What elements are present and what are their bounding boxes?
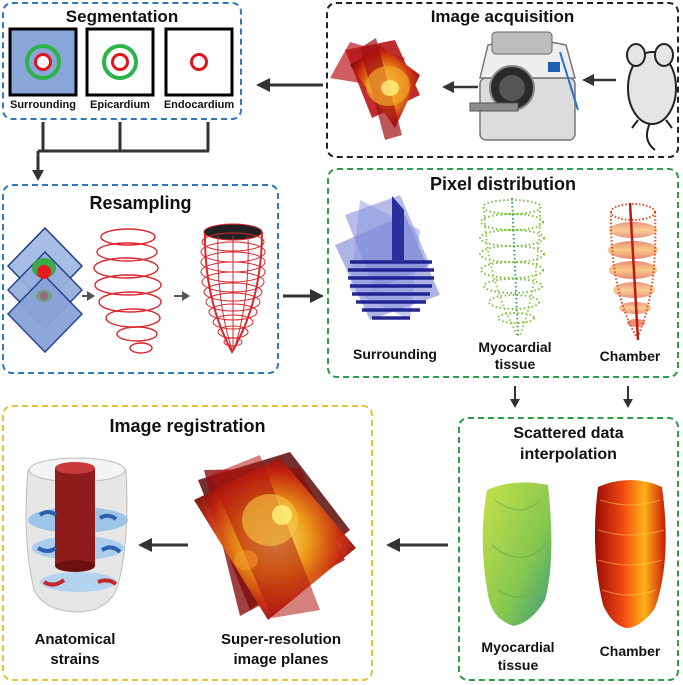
label-epicardium-mask: Epicardium xyxy=(90,99,150,111)
label-anatomical-strains-1: Anatomical xyxy=(34,631,116,648)
scattered-title-line2: interpolation xyxy=(520,446,617,463)
mri-scanner xyxy=(469,31,579,141)
pd-myocardial xyxy=(479,197,545,337)
pd-label-myocardial-1: Myocardial xyxy=(478,339,552,355)
segmentation-panel xyxy=(2,2,242,120)
mri-slices xyxy=(330,38,420,140)
label-endocardium-mask: Endocardium xyxy=(163,99,235,111)
si-myocardial-surface xyxy=(482,482,552,626)
pd-label-chamber: Chamber xyxy=(599,348,661,364)
image-acquisition-title: Image acquisition xyxy=(430,7,575,26)
si-chamber-surface xyxy=(594,480,666,628)
segmentation-connectors xyxy=(32,122,210,181)
segmentation-masks xyxy=(8,27,234,97)
si-label-myocardial-1: Myocardial xyxy=(481,639,555,655)
segmentation-title: Segmentation xyxy=(65,7,179,26)
rat-icon xyxy=(626,43,677,151)
resampling-planes xyxy=(6,226,84,354)
pd-label-surrounding: Surrounding xyxy=(353,346,437,362)
label-super-resolution-1: Super-resolution xyxy=(220,631,341,648)
arrow-scanner-to-slices xyxy=(442,81,454,93)
resampled-contours xyxy=(93,228,162,354)
anatomical-strains xyxy=(25,457,128,613)
image-registration-panel xyxy=(2,405,373,681)
arrows-pixel-to-scattered xyxy=(510,386,633,408)
pd-label-myocardial-2: tissue xyxy=(494,356,536,372)
label-super-resolution-2: image planes xyxy=(233,651,329,668)
si-label-myocardial-2: tissue xyxy=(497,657,539,673)
label-surrounding-mask: Surrounding xyxy=(10,99,76,111)
image-registration-title: Image registration xyxy=(109,416,266,436)
resampling-panel xyxy=(2,184,279,374)
image-acquisition-panel xyxy=(326,2,679,158)
super-resolution-planes xyxy=(194,452,356,620)
pixel-distribution-panel xyxy=(327,168,679,378)
scattered-interpolation-panel xyxy=(458,417,679,681)
pixel-distribution-title: Pixel distribution xyxy=(429,174,576,194)
si-label-chamber: Chamber xyxy=(599,643,661,659)
pd-chamber xyxy=(608,202,658,341)
scattered-title-line1: Scattered data xyxy=(513,425,624,442)
label-anatomical-strains-2: strains xyxy=(50,651,100,668)
resampled-surface xyxy=(200,223,266,355)
resampling-title: Resampling xyxy=(89,193,192,213)
pd-surrounding xyxy=(335,195,440,320)
arrow-rat-to-scanner xyxy=(582,74,594,86)
